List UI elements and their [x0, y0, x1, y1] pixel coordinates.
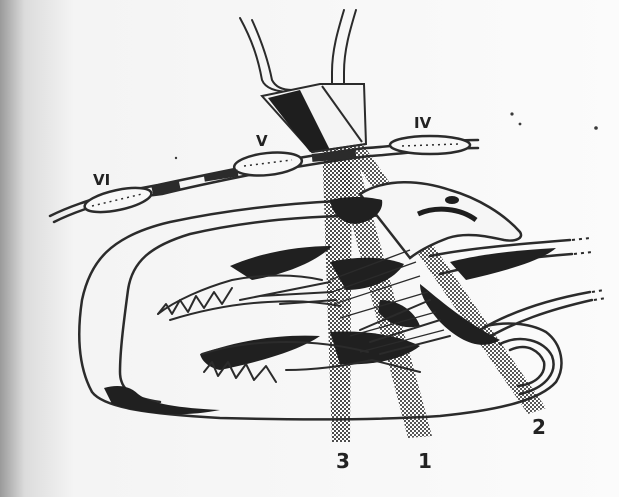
rib-label-v: V [256, 132, 268, 150]
beam-label-1: 1 [418, 449, 432, 473]
beam-label-3: 3 [336, 449, 350, 473]
rib-label-iv: IV [414, 114, 432, 132]
beam-label-2: 2 [532, 415, 546, 439]
rib-label-vi: VI [93, 171, 110, 189]
rib-iv [390, 136, 470, 154]
